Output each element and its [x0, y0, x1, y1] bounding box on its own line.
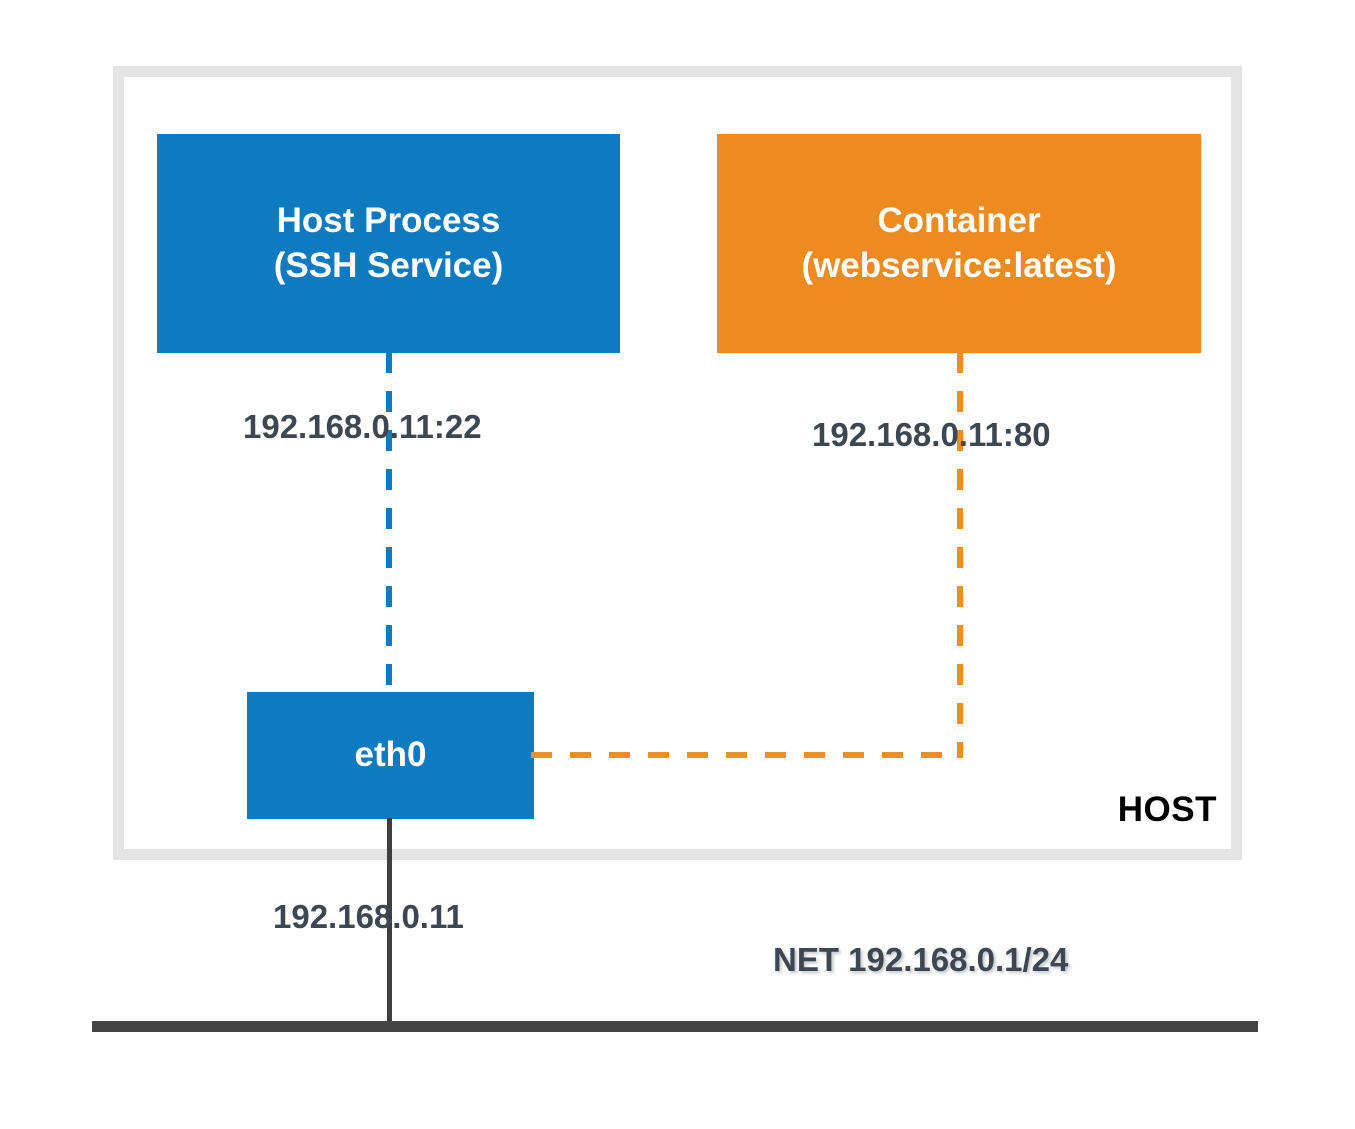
node-host-process[interactable]: Host Process (SSH Service) — [157, 134, 620, 353]
edge-web-binding-vertical — [957, 352, 963, 758]
network-bar — [92, 1021, 1258, 1032]
edge-uplink — [387, 818, 392, 1026]
edge-label-ssh-endpoint: 192.168.0.11:22 — [243, 408, 482, 445]
network-label: NET 192.168.0.1/24 — [773, 941, 1069, 978]
edge-ssh-binding — [386, 352, 392, 693]
host-boundary-label: HOST — [1117, 790, 1217, 829]
edge-web-binding-horizontal — [531, 752, 963, 758]
node-eth0[interactable]: eth0 — [247, 692, 534, 819]
edge-label-eth0-address: 192.168.0.11 — [273, 898, 464, 935]
edge-label-web-endpoint: 192.168.0.11:80 — [812, 416, 1051, 453]
node-container[interactable]: Container (webservice:latest) — [717, 134, 1201, 353]
